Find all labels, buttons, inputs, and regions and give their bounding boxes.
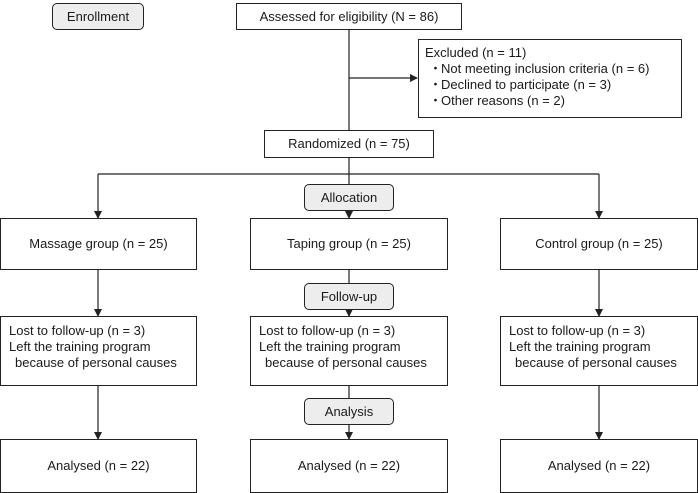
followup-box-taping: Lost to follow-up (n = 3) Left the train…: [250, 316, 448, 386]
followup-box-massage: Lost to follow-up (n = 3) Left the train…: [0, 316, 197, 386]
stage-label-text: Enrollment: [66, 8, 130, 24]
assessed-text: Assessed for eligibility (N = 86): [259, 8, 439, 24]
excluded-box: Excluded (n = 11) ・Not meeting inclusion…: [418, 39, 682, 118]
stage-label-follow-up: Follow-up: [304, 283, 394, 310]
stage-label-text: Follow-up: [320, 288, 378, 304]
excluded-reason: ・Not meeting inclusion criteria (n = 6): [429, 61, 650, 76]
analysed-text: Analysed (n = 22): [47, 458, 150, 473]
group-box-massage: Massage group (n = 25): [0, 218, 197, 270]
group-name: Taping group (n = 25): [287, 236, 411, 251]
stage-label-enrollment: Enrollment: [52, 3, 144, 30]
left-program-text: Left the training program: [9, 339, 151, 354]
analysed-box-massage: Analysed (n = 22): [0, 439, 197, 493]
excluded-title: Excluded (n = 11): [425, 45, 527, 60]
group-box-control: Control group (n = 25): [500, 218, 698, 270]
group-name: Massage group (n = 25): [29, 236, 168, 251]
lost-to-followup-text: Lost to follow-up (n = 3): [9, 323, 146, 338]
followup-box-control: Lost to follow-up (n = 3) Left the train…: [500, 316, 698, 386]
bullet-icon: ・: [429, 61, 443, 76]
lost-to-followup-text: Lost to follow-up (n = 3): [509, 323, 646, 338]
stage-label-analysis: Analysis: [304, 398, 394, 425]
group-box-taping: Taping group (n = 25): [250, 218, 448, 270]
stage-label-text: Analysis: [324, 403, 374, 419]
left-reason-text: because of personal causes: [515, 355, 677, 370]
stage-label-allocation: Allocation: [304, 184, 394, 211]
left-reason-text: because of personal causes: [15, 355, 177, 370]
randomized-box: Randomized (n = 75): [264, 130, 434, 158]
lost-to-followup-text: Lost to follow-up (n = 3): [259, 323, 396, 338]
group-name: Control group (n = 25): [535, 236, 663, 251]
analysed-box-control: Analysed (n = 22): [500, 439, 698, 493]
left-reason-text: because of personal causes: [265, 355, 427, 370]
assessed-box: Assessed for eligibility (N = 86): [236, 3, 462, 30]
bullet-icon: ・: [429, 77, 443, 92]
stage-label-text: Allocation: [320, 189, 378, 205]
analysed-text: Analysed (n = 22): [297, 458, 401, 473]
analysed-text: Analysed (n = 22): [547, 458, 651, 473]
analysed-box-taping: Analysed (n = 22): [250, 439, 448, 493]
excluded-reason: ・Declined to participate (n = 3): [429, 77, 612, 92]
left-program-text: Left the training program: [509, 339, 651, 354]
randomized-text: Randomized (n = 75): [288, 136, 410, 151]
bullet-icon: ・: [429, 93, 443, 108]
left-program-text: Left the training program: [259, 339, 401, 354]
excluded-reason: ・Other reasons (n = 2): [429, 93, 565, 108]
